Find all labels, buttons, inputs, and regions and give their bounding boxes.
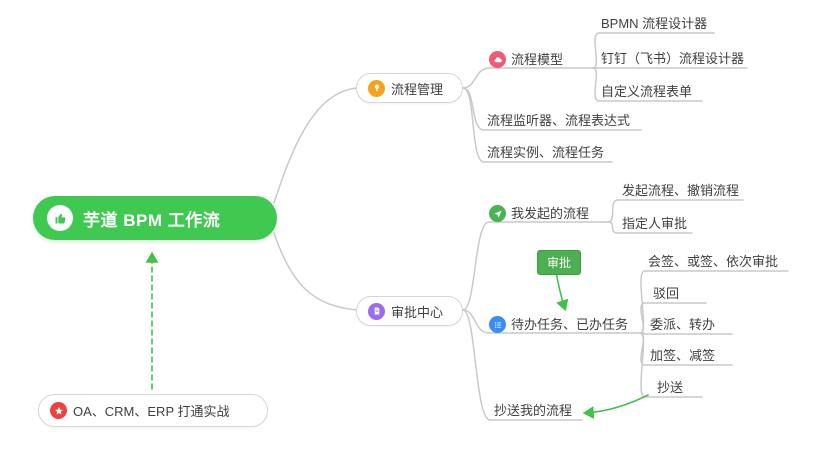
topic-reject[interactable]: 驳回	[653, 286, 679, 302]
topic-assignee-approval[interactable]: 指定人审批	[622, 216, 687, 232]
topic-label: 自定义流程表单	[601, 84, 693, 99]
topic-process-model[interactable]: 流程模型	[489, 51, 563, 68]
topic-todo-done-tasks[interactable]: 待办任务、已办任务	[489, 316, 628, 333]
topic-label: 流程模型	[511, 51, 564, 67]
lightbulb-icon	[368, 79, 385, 97]
topic-label: 我发起的流程	[511, 205, 590, 221]
topic-countersign[interactable]: 会签、或签、依次审批	[648, 254, 778, 270]
topic-label: 加签、减签	[650, 348, 716, 363]
document-icon	[368, 302, 385, 320]
topic-label: 抄送我的流程	[494, 403, 573, 418]
topic-delegate-transfer[interactable]: 委派、转办	[650, 317, 715, 333]
topic-label: 抄送	[657, 380, 684, 395]
topic-label: 指定人审批	[622, 216, 688, 231]
topic-instance-task[interactable]: 流程实例、流程任务	[487, 145, 604, 161]
topic-add-remove-sign[interactable]: 加签、减签	[650, 348, 715, 364]
paper-plane-icon	[489, 205, 506, 222]
checklist-icon	[489, 316, 506, 333]
topic-approval-center[interactable]: 审批中心	[356, 296, 463, 326]
topic-label: 发起流程、撤销流程	[622, 183, 740, 198]
topic-label: 审批中心	[391, 304, 444, 320]
cloud-icon	[489, 51, 506, 68]
topic-initiate-cancel[interactable]: 发起流程、撤销流程	[622, 183, 739, 199]
topic-cc-my-process[interactable]: 抄送我的流程	[494, 403, 572, 419]
topic-label: 待办任务、已办任务	[511, 316, 629, 332]
topic-listener-expression[interactable]: 流程监听器、流程表达式	[487, 113, 630, 129]
topic-label: OA、CRM、ERP 打通实战	[73, 404, 230, 419]
topic-custom-form[interactable]: 自定义流程表单	[601, 84, 692, 100]
topic-label: 流程管理	[391, 81, 444, 97]
topic-label: 会签、或签、依次审批	[648, 254, 779, 269]
cc-flow-arrow	[582, 394, 649, 419]
topic-label: 委派、转办	[650, 317, 716, 332]
topic-label: 流程实例、流程任务	[487, 145, 605, 160]
thumbs-up-icon	[47, 205, 73, 231]
badge-label: 审批	[547, 256, 572, 270]
topic-dingtalk-designer[interactable]: 钉钉（飞书）流程设计器	[601, 51, 744, 67]
topic-cc[interactable]: 抄送	[657, 380, 683, 396]
topic-label: 流程监听器、流程表达式	[487, 113, 631, 128]
star-icon	[50, 402, 67, 419]
root-topic-label: 芋道 BPM 工作流	[83, 210, 221, 230]
topic-label: 驳回	[653, 286, 680, 301]
topic-process-management[interactable]: 流程管理	[356, 73, 463, 103]
topic-label: 钉钉（飞书）流程设计器	[601, 51, 745, 66]
topic-label: BPMN 流程设计器	[601, 16, 708, 31]
approval-relation-badge[interactable]: 审批	[537, 250, 582, 275]
topic-oa-crm-erp-practice[interactable]: OA、CRM、ERP 打通实战	[38, 394, 268, 427]
root-topic[interactable]: 芋道 BPM 工作流	[33, 196, 277, 240]
topic-my-initiated-process[interactable]: 我发起的流程	[489, 205, 589, 222]
topic-bpmn-designer[interactable]: BPMN 流程设计器	[601, 16, 707, 32]
